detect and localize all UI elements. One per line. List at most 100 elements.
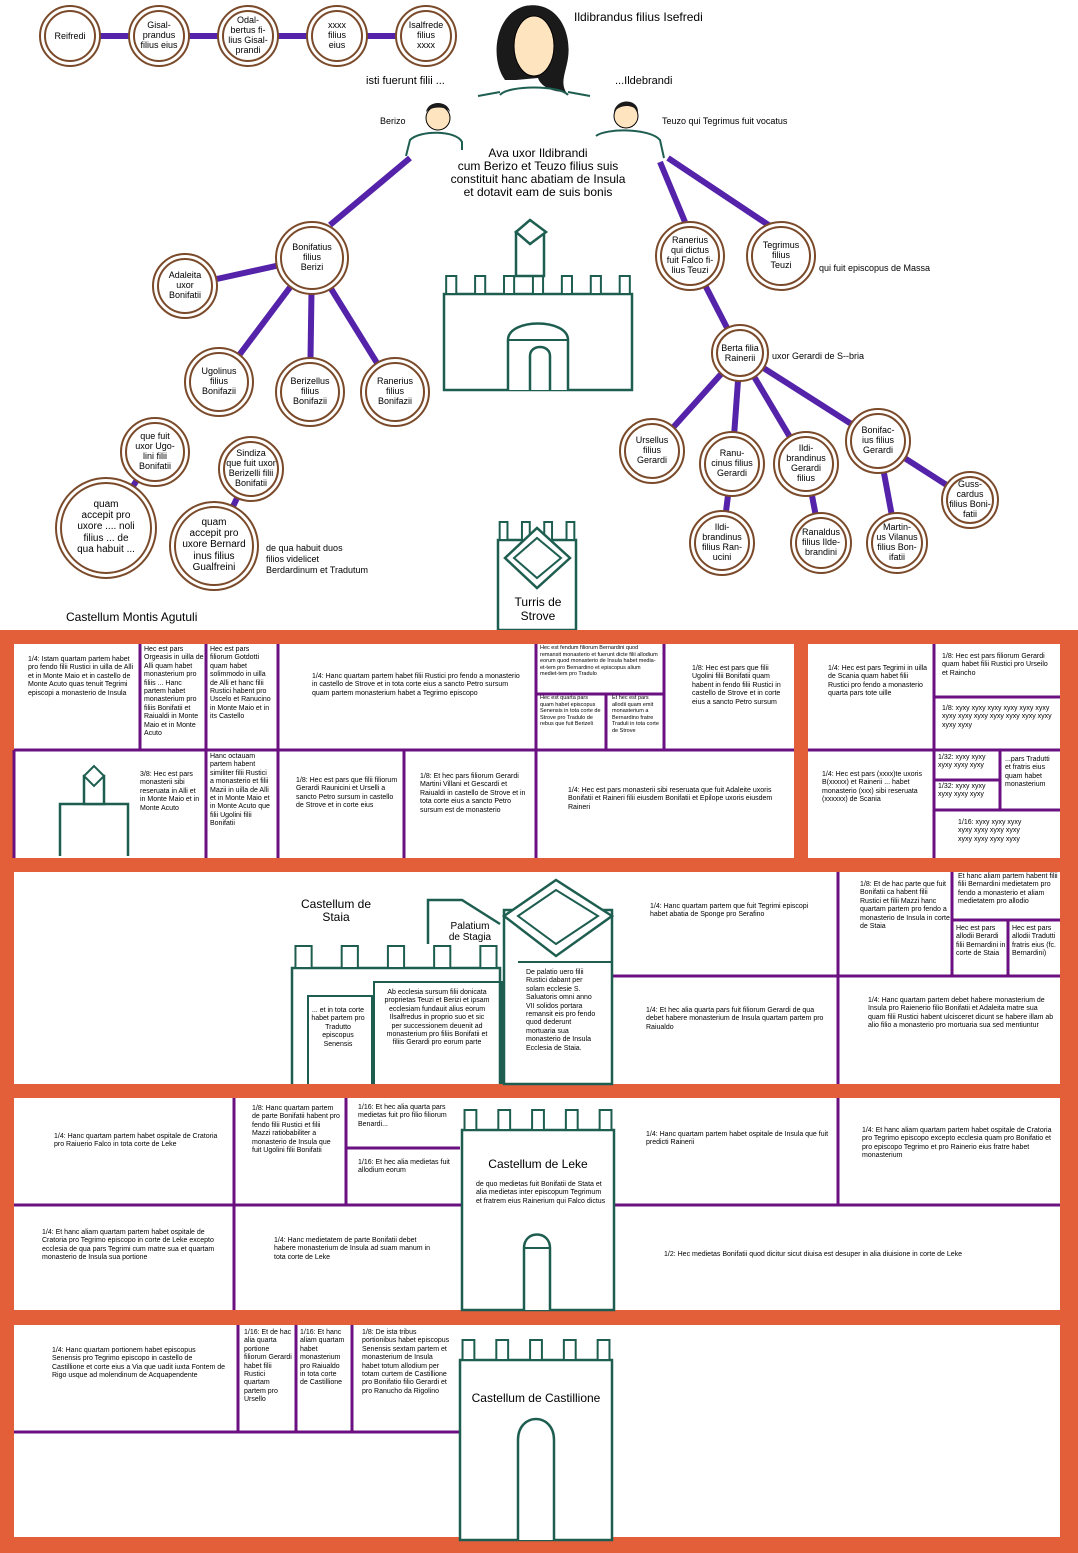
p1-cell-13: 1/4: Hec est pars monasterii sibi reseru…: [566, 786, 786, 822]
abbey-merlon: [504, 276, 514, 294]
node-que_fuit: que fuit uxor Ugo- lini filii Bonifatii: [125, 431, 185, 471]
strove-merlon: [500, 522, 508, 540]
node-sindiza: Sindiza que fuit uxor Berizelli filii Bo…: [223, 448, 279, 488]
p1-cell-14: 1/4: Hec est pars Tegrimi in uilla de Sc…: [826, 664, 930, 724]
turris-label: Turris de Strove: [500, 595, 576, 623]
p1-cell-9: 3/8: Hec est pars monasterii sibi reseru…: [138, 770, 204, 846]
p2-cell-7: Hec est pars allodii Berardi filii Berna…: [954, 924, 1008, 972]
p3-cell-7: de quo medietas fuit Bonifatii de Stata …: [474, 1180, 608, 1228]
node-bonifatius: Bonifatius filius Berizi: [280, 242, 344, 272]
node-ranerius_b: Ranerius filius Bonifazii: [365, 376, 425, 406]
abbey-merlon: [446, 276, 456, 294]
abbey-merlon: [533, 276, 543, 294]
node-gusscardus: Guss- cardus filius Boni- fatii: [946, 479, 994, 519]
p2-cell-9: 1/4: Et hec alia quarta pars fuit filior…: [644, 1006, 830, 1046]
p2-cell-8: Hec est pars allodii Tradutti fratris ei…: [1010, 924, 1060, 972]
p3-cell-2: 1/8: Hanc quartam partem de parte Bonifa…: [250, 1104, 342, 1200]
p2-cell-10: 1/4: Hanc quartam partem debet habere mo…: [866, 996, 1058, 1058]
berizo-face: [426, 106, 450, 130]
abbey-merlon: [562, 276, 572, 294]
ildibrandus-face: [514, 16, 554, 76]
p1-cell-15: 1/8: Hec est pars filiorum Gerardi quam …: [940, 652, 1056, 692]
p1-cell-16: 1/8: xyxy xyxy xyxy xyxy xyxy xyxy xyxy …: [940, 704, 1056, 748]
berizo-label: Berizo: [380, 116, 406, 127]
p3-cell-1: 1/4: Hanc quartam partem habet ospitale …: [52, 1132, 228, 1170]
tree-edge: [330, 158, 410, 225]
node-berta: Berta filia Rainerii: [716, 343, 764, 363]
p1-cell-2: Hec est pars Orgeasis in uilla de Alli q…: [142, 645, 206, 749]
node-bonifacius: Bonifac- ius filius Gerardi: [850, 425, 906, 455]
p2-cell-2: Ab ecclesia sursum filii donicata propri…: [382, 988, 492, 1070]
node-ranerius_t: Ranerius qui dictus fuit Falco fi- lius …: [660, 235, 720, 275]
teuzo-label: Teuzo qui Tegrimus fuit vocatus: [662, 116, 787, 127]
montis-agutuli-label: Castellum Montis Agutuli: [66, 612, 197, 623]
node-ugolinus: Ugolinus filius Bonifazii: [189, 366, 249, 396]
p4-cell-2: 1/16: Et de hac alia quarta portione fil…: [242, 1328, 294, 1430]
p1-cell-19: 1/32: xyxy xyxy xyxy xyxy xyxy: [936, 782, 998, 806]
node-ildibrandinus_r: Ildi- brandinus filius Ran- ucini: [694, 522, 750, 562]
p4-cell-1: 1/4: Hanc quartam portionem habet episco…: [50, 1346, 228, 1412]
node-quam2: quam accepit pro uxore Bernard inus fili…: [174, 517, 254, 573]
abbey-merlon: [620, 276, 630, 294]
node-martinus: Martin- us Vilanus filius Bon- ifatii: [871, 522, 923, 562]
abbey-castle: [444, 220, 632, 390]
massa-note: qui fuit episcopus de Massa: [819, 263, 930, 274]
p1-cell-1: 1/4: Istam quartam partem habet pro fend…: [26, 655, 138, 747]
berta-note: uxor Gerardi de S--bria: [772, 351, 864, 362]
node-ranaldus: Ranaldus filius Ilde- brandini: [795, 527, 847, 557]
p1-cell-10: Hanc octauam partem habent similiter fil…: [208, 752, 274, 856]
p2-cell-3: De palatio uero filii Rustici dabant per…: [524, 968, 602, 1080]
p2-cell-5: 1/8: Et de hac parte que fuit Bonifatii …: [858, 880, 952, 966]
abbey-door: [530, 347, 550, 390]
tree-edge: [660, 162, 685, 222]
castillione-title: Castellum de Castillione: [462, 1392, 610, 1405]
isti-label: isti fuerunt filii ...: [366, 76, 445, 87]
p3-cell-10: 1/2: Hec medietas Bonifatii quod dicitur…: [662, 1250, 1022, 1264]
p2-cell-6: Et hanc aliam partem habent filii filii …: [956, 872, 1060, 920]
p2-cell-1: ... et in tota corte habet partem pro Tr…: [308, 1006, 368, 1068]
node-xxxx: xxxx filius eius: [311, 20, 363, 50]
abbey-merlon: [475, 276, 485, 294]
p1-cell-17: 1/4: Hec est pars (xxxx)te uxoris B(xxxx…: [820, 770, 932, 820]
node-odalbertus: Odal- bertus fi- lius Gisal- prandi: [222, 15, 274, 55]
node-ildibrandinus: Ildi- brandinus Gerardi filius: [778, 443, 834, 483]
node-ursellus: Ursellus filius Gerardi: [624, 435, 680, 465]
sindiza-note: de qua habuit duos filios videlicet Berd…: [266, 543, 368, 576]
node-gisalprandus: Gisal- prandus filius eius: [133, 20, 185, 50]
node-isalfrede: Isalfrede filius xxxx: [400, 20, 452, 50]
p3-cell-3: 1/16: Et hec alia quarta pars medietas f…: [356, 1103, 456, 1143]
palatium-label: Palatium de Stagia: [440, 920, 500, 950]
staia-title: Castellum de Staia: [290, 898, 382, 924]
p1-cell-12: 1/8: Et hec pars filiorum Gerardi Martin…: [418, 772, 534, 832]
p3-cell-9: 1/4: Hanc medietatem de parte Bonifatii …: [272, 1236, 442, 1266]
leke-title: Castellum de Leke: [470, 1158, 606, 1171]
p1-cell-3: Hec est pars filiorum Gotdotti quam habe…: [208, 645, 274, 749]
abbey-merlon: [591, 276, 601, 294]
p1-cell-20: ...pars Tradutti et fratris eius quam ha…: [1003, 755, 1059, 807]
p1-cell-6: Hec est quarta pars quam habet episcopus…: [538, 694, 604, 750]
p1-cell-18: 1/32: xyxy xyxy xyxy xyxy xyxy: [936, 753, 998, 779]
p3-cell-4: 1/16: Et hec alia medietas fuit allodium…: [356, 1158, 456, 1192]
p3-cell-5: 1/4: Hanc quartam partem habet ospitale …: [644, 1130, 834, 1156]
ildibrandus-arms: [478, 92, 590, 96]
node-ranucinus: Ranu- cinus filius Gerardi: [704, 448, 760, 478]
p1-cell-4: 1/4: Hanc quartam partem habet filii Rus…: [310, 672, 528, 732]
p3-cell-8: 1/4: Et hanc aliam quartam partem habet …: [40, 1228, 226, 1276]
p3-cell-6: 1/4: Et hanc aliam quartam partem habet …: [860, 1126, 1056, 1170]
p1-cell-7: Et hec est pars allodii quam emit monast…: [610, 694, 664, 750]
p1-cell-21: 1/16: xyxy xyxy xyxy xyxy xyxy xyxy xyxy…: [956, 818, 1032, 854]
strove-merlon: [567, 522, 575, 540]
node-tegrimus: Tegrimus filius Teuzi: [751, 240, 811, 270]
p4-cell-4: 1/8: De ista tribus portionibus habet ep…: [360, 1328, 454, 1424]
node-adaleita: Adaleita uxor Bonifatii: [157, 270, 213, 300]
p1-cell-5: Hec est fendum filiorum Bernardini quod …: [538, 644, 662, 694]
p4-cell-3: 1/16: Et hanc aliam quartam habet monast…: [298, 1328, 348, 1430]
ildibrandus-name: Ildibrandus filius Isefredi: [574, 12, 703, 23]
p1-cell-11: 1/8: Hec est pars que filii filiorum Ger…: [294, 776, 402, 826]
node-berizellus: Berizellus filius Bonifazii: [280, 376, 340, 406]
ava-note: Ava uxor Ildibrandi cum Berizo et Teuzo …: [440, 147, 636, 199]
node-quam1: quam accepit pro uxore .... noli filius …: [60, 499, 152, 555]
node-reifredi: Reifredi: [44, 31, 96, 41]
p1-cell-8: 1/8: Hec est pars que filii Ugolini fili…: [690, 664, 790, 734]
p2-cell-4: 1/4: Hanc quartam partem que fuit Tegrim…: [648, 902, 828, 942]
